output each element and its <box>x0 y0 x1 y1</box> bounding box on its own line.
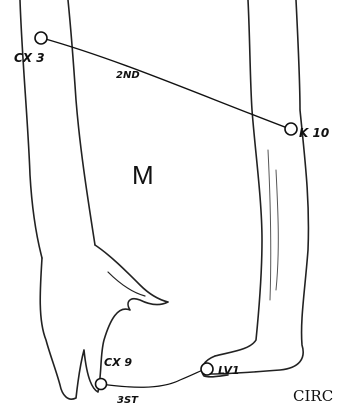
label-cx9: CX 9 <box>104 356 132 369</box>
point-cx9-marker <box>96 379 107 390</box>
arm-outline-inner <box>68 0 95 245</box>
shin-shading <box>268 150 278 300</box>
point-lv1-marker <box>201 363 213 375</box>
point-cx3-marker <box>35 32 47 44</box>
hand-outline <box>40 245 168 399</box>
point-k10-marker <box>285 123 297 135</box>
label-m: M <box>132 160 154 190</box>
connector-cx9-lv1 <box>101 369 205 387</box>
caption-circ: CIRC <box>293 387 333 405</box>
leg-outline-left <box>215 0 262 356</box>
label-lv1: LV1 <box>218 364 240 377</box>
connector-cx3-k10 <box>42 38 290 129</box>
label-second: 2ND <box>116 70 140 81</box>
label-third: 3ST <box>117 395 139 406</box>
label-k10: K 10 <box>299 126 329 140</box>
label-cx3: CX 3 <box>14 51 45 65</box>
